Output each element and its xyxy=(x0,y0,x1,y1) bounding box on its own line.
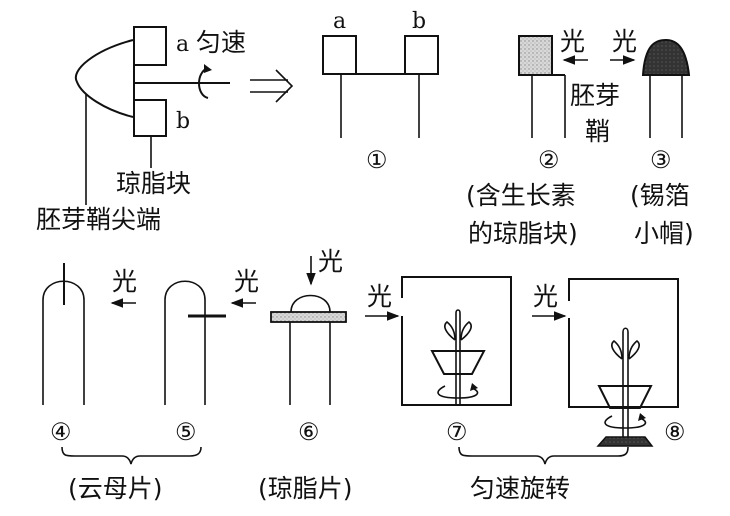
label-coleoptile-tip: 胚芽鞘尖端 xyxy=(36,205,161,234)
box-with-slit xyxy=(401,276,512,406)
group-label-mica: (云母片) xyxy=(68,474,163,503)
experiment-2: 光 ② (含生长素 的琼脂块) xyxy=(466,27,588,248)
marker-6: ⑥ xyxy=(298,418,320,446)
marker-4: ④ xyxy=(50,418,72,446)
experiment-8: 光 ⑧ xyxy=(532,278,686,447)
coleoptile-tip-outline xyxy=(74,39,134,118)
marker-2: ② xyxy=(538,146,560,174)
note-line-2: 的琼脂块) xyxy=(468,219,578,248)
brace-4-5 xyxy=(61,446,202,465)
light-label: 光 xyxy=(367,282,392,311)
light-label: 光 xyxy=(112,267,137,296)
turntable-base xyxy=(596,436,654,447)
marker-3: ③ xyxy=(650,146,672,174)
experiment-6: 光 ⑥ (琼脂片) xyxy=(258,247,353,503)
rotation-arrowhead-icon xyxy=(204,64,212,73)
label-b: b xyxy=(412,9,426,34)
light-label: 光 xyxy=(318,247,343,276)
agar-block-b xyxy=(133,99,167,137)
stem-top xyxy=(455,309,461,314)
leaf-right xyxy=(628,339,640,360)
rotation-arrow-icon xyxy=(437,385,479,399)
light-label: 光 xyxy=(560,27,585,56)
experiment-4: 光 ④ xyxy=(42,263,137,446)
rotation-arrow-icon xyxy=(604,415,647,429)
experiment-5: 光 ⑤ xyxy=(164,267,259,446)
experiment-1: a b ① xyxy=(322,9,439,174)
label-b: b xyxy=(176,109,190,134)
auxin-agar-block xyxy=(518,35,553,76)
leaf-left xyxy=(611,339,623,360)
experiment-7: 光 ⑦ xyxy=(365,276,512,446)
pot xyxy=(597,385,653,409)
marker-1: ① xyxy=(366,146,388,174)
brace-7-8 xyxy=(458,446,629,465)
note-line-1: (锡箔 xyxy=(630,181,690,210)
note-agar-sheet: (琼脂片) xyxy=(258,474,353,503)
marker-8: ⑧ xyxy=(664,418,686,446)
experiment-3: 光 ③ (锡箔 小帽) xyxy=(610,27,694,248)
agar-block-a xyxy=(133,26,167,66)
label-uniform: 匀速 xyxy=(196,28,246,57)
box-with-slit xyxy=(568,278,679,408)
label-a: a xyxy=(333,9,346,34)
stem-top xyxy=(622,327,629,333)
implies-arrow-icon xyxy=(250,69,294,103)
marker-7: ⑦ xyxy=(446,418,468,446)
note-line-1: (含生长素 xyxy=(466,181,576,210)
rotation-arrowhead-icon xyxy=(470,383,478,391)
light-label: 光 xyxy=(533,282,558,311)
marker-5: ⑤ xyxy=(175,418,197,446)
leaf-right xyxy=(460,320,472,341)
agar-block-b xyxy=(404,35,439,75)
coleoptile-outline xyxy=(164,280,206,405)
tip-outline xyxy=(290,294,331,313)
agar-block-a xyxy=(322,35,357,75)
coleoptile-label-2: 鞘 xyxy=(585,117,610,146)
label-agar-block: 琼脂块 xyxy=(116,169,191,198)
tip-rotation-setup: a 匀速 b 琼脂块 胚芽鞘尖端 xyxy=(36,26,246,234)
leaf-left xyxy=(444,320,456,341)
light-label: 光 xyxy=(234,267,259,296)
coleoptile-label-1: 胚芽 xyxy=(570,81,620,110)
note-line-2: 小帽) xyxy=(634,219,694,248)
rotation-arrowhead-icon xyxy=(638,413,646,421)
label-a: a xyxy=(176,32,189,57)
agar-sheet xyxy=(270,311,347,323)
group-label-rotate: 匀速旋转 xyxy=(470,474,570,503)
light-label: 光 xyxy=(612,27,637,56)
pot xyxy=(430,350,486,375)
foil-cap xyxy=(641,38,691,76)
